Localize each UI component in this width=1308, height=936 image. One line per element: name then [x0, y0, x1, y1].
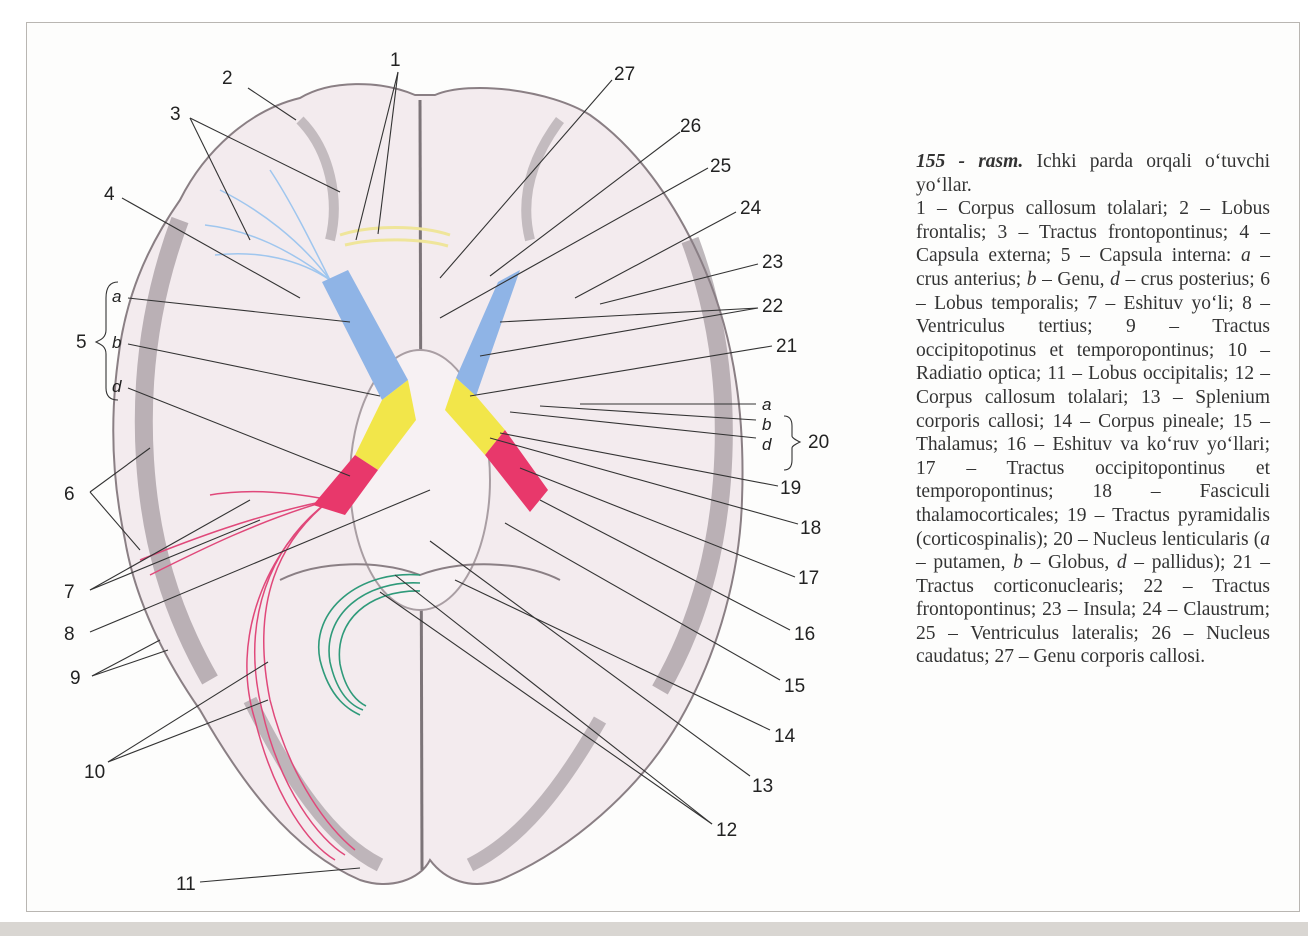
label-6: 6: [64, 484, 75, 505]
label-15: 15: [784, 676, 805, 697]
label-3: 3: [170, 104, 181, 125]
label-20a: a: [762, 395, 771, 414]
legend-part: – putamen,: [916, 552, 1013, 573]
legend-letter: a: [1241, 245, 1251, 266]
label-5d: d: [112, 377, 122, 396]
label-21: 21: [776, 336, 797, 357]
label-20: 20: [808, 432, 829, 453]
label-27: 27: [614, 64, 635, 85]
legend-part: – Genu,: [1037, 269, 1111, 290]
label-18: 18: [800, 518, 821, 539]
label-20b: b: [762, 415, 771, 434]
label-20d: d: [762, 435, 772, 454]
legend-letter: b: [1013, 552, 1023, 573]
label-12: 12: [716, 820, 737, 841]
legend-letter: d: [1117, 552, 1127, 573]
label-16: 16: [794, 624, 815, 645]
label-5a: a: [112, 287, 121, 306]
label-11: 11: [176, 874, 196, 895]
label-10: 10: [84, 762, 105, 783]
label-13: 13: [752, 776, 773, 797]
brain-outline: [113, 84, 742, 884]
label-4: 4: [104, 184, 115, 205]
figure-number: 155 - rasm.: [916, 151, 1023, 172]
label-14: 14: [774, 726, 796, 747]
label-8: 8: [64, 624, 75, 645]
figure-caption: 155 - rasm. Ichki parda orqali o‘tuvchi …: [916, 150, 1270, 669]
label-26: 26: [680, 116, 701, 137]
label-19: 19: [780, 478, 801, 499]
legend-part: – Globus,: [1023, 552, 1117, 573]
legend-part-1: 1 – Corpus callosum tolalari; 2 – Lobus …: [916, 198, 1270, 266]
label-17: 17: [798, 568, 819, 589]
label-5: 5: [76, 332, 87, 353]
label-24: 24: [740, 198, 762, 219]
label-23: 23: [762, 252, 783, 273]
label-5b: b: [112, 333, 121, 352]
label-2: 2: [222, 68, 233, 89]
legend-letter: a: [1260, 529, 1270, 550]
legend-part: – crus posterius; 6 – Lobus temporalis; …: [916, 269, 1270, 550]
label-22: 22: [762, 296, 783, 317]
label-1: 1: [390, 50, 401, 71]
label-25: 25: [710, 156, 731, 177]
label-9: 9: [70, 668, 81, 689]
legend-letter: d: [1110, 269, 1120, 290]
label-7: 7: [64, 582, 75, 603]
legend-letter: b: [1027, 269, 1037, 290]
